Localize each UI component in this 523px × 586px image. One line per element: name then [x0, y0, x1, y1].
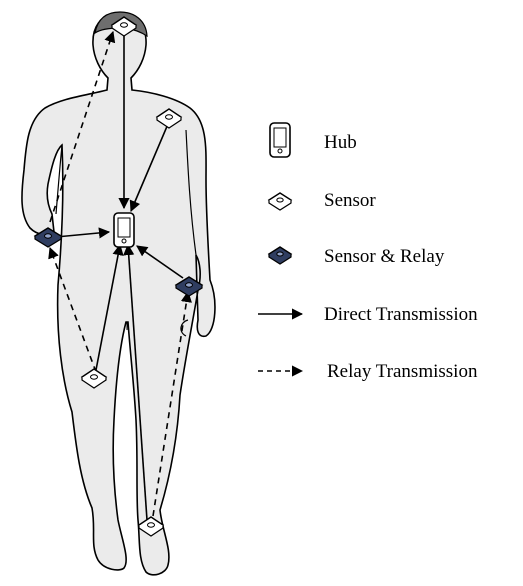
legend-direct-label: Direct Transmission — [324, 304, 478, 325]
legend-hub-label: Hub — [324, 132, 357, 153]
legend: Hub Sensor Sensor & Relay Direct Transmi… — [258, 123, 478, 382]
legend-sensor-icon — [269, 193, 291, 210]
left-arm-inner-line — [56, 145, 62, 214]
hub-device — [114, 213, 134, 247]
legend-sensor-label: Sensor — [324, 190, 376, 211]
legend-relay-icon — [269, 247, 291, 264]
legend-hub-icon — [270, 123, 290, 157]
legend-relay-transmission-label: Relay Transmission — [327, 361, 478, 382]
legend-relay-label: Sensor & Relay — [324, 246, 445, 267]
